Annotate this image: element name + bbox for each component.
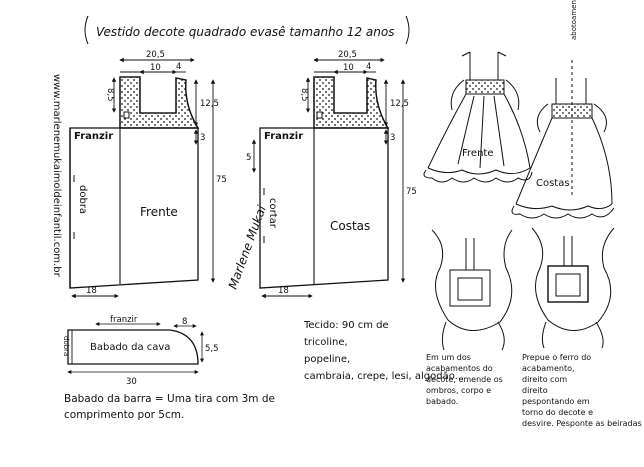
front-dim-height: 75	[216, 175, 227, 185]
neckline-detail-left	[431, 229, 513, 351]
front-dim-neck-depth: 8,5	[105, 88, 115, 102]
ruffle-gather-label: franzir	[110, 315, 138, 325]
front-dim-yoke-height: 3	[200, 133, 205, 143]
front-pattern	[69, 76, 200, 289]
svg-text:Marlene Mukai: Marlene Mukai	[226, 203, 269, 291]
fabric-note: Tecido: 90 cm de tricoline, popeline, ca…	[303, 320, 464, 382]
back-cut-label: cortar	[267, 198, 278, 229]
website-text: www.marlenemukaimoldeinfantil.com.br	[51, 74, 62, 278]
ruffle-dim-right-height: 5,5	[205, 344, 219, 354]
ruffle-dim-width: 30	[126, 377, 137, 387]
front-label: Frente	[140, 205, 178, 219]
front-dim-neck-width: 10	[150, 63, 161, 73]
neckline-detail-right	[531, 227, 615, 349]
instructions-right: Prepue o ferro do acabamento, direito co…	[522, 353, 642, 428]
front-dim-shoulder: 4	[176, 62, 181, 72]
sketch-opening-label: abotoamento	[570, 0, 578, 40]
back-dim-neck-depth: 8,5	[299, 88, 309, 102]
hem-note: Babado da barra = Uma tira com 3m de com…	[64, 393, 278, 421]
sketch-back-label: Costas	[536, 178, 570, 189]
back-dress-sketch	[511, 60, 615, 219]
back-dim-height: 75	[406, 187, 417, 197]
back-pattern	[259, 76, 390, 289]
ruffle-dim-top-right: 8	[182, 317, 187, 327]
back-dim-top-width: 20,5	[338, 50, 357, 60]
signature: Marlene Mukai	[226, 203, 269, 291]
back-dim-gather-height: 5	[246, 153, 251, 163]
title: Vestido decote quadrado evasê tamanho 12…	[96, 25, 394, 39]
front-dim-armhole-depth: 12,5	[200, 99, 219, 109]
back-dim-hem-width: 18	[278, 286, 289, 296]
back-dim-shoulder: 4	[366, 62, 371, 72]
front-dim-top-width: 20,5	[146, 50, 165, 60]
back-dim-neck-width: 10	[343, 63, 354, 73]
back-label: Costas	[330, 219, 370, 233]
back-dim-armhole-depth: 12,5	[390, 99, 409, 109]
ruffle-label: Babado da cava	[90, 342, 170, 353]
ruffle-side-label: dobra	[62, 336, 70, 356]
title-bracket: Vestido decote quadrado evasê tamanho 12…	[84, 15, 410, 45]
back-dimensions	[251, 57, 406, 299]
ruffle-piece	[67, 322, 204, 374]
front-fold-label: dobra	[77, 185, 88, 214]
front-gather-label: Franzir	[74, 131, 113, 142]
back-dim-yoke-height: 3	[390, 133, 395, 143]
front-dim-hem-width: 18	[86, 286, 97, 296]
instructions-left: Em um dos acabamentos do decote, emende …	[426, 353, 505, 406]
back-gather-label: Franzir	[264, 131, 303, 142]
front-dimensions	[71, 57, 216, 299]
front-dress-sketch	[423, 51, 533, 183]
sketch-front-label: Frente	[462, 148, 493, 159]
